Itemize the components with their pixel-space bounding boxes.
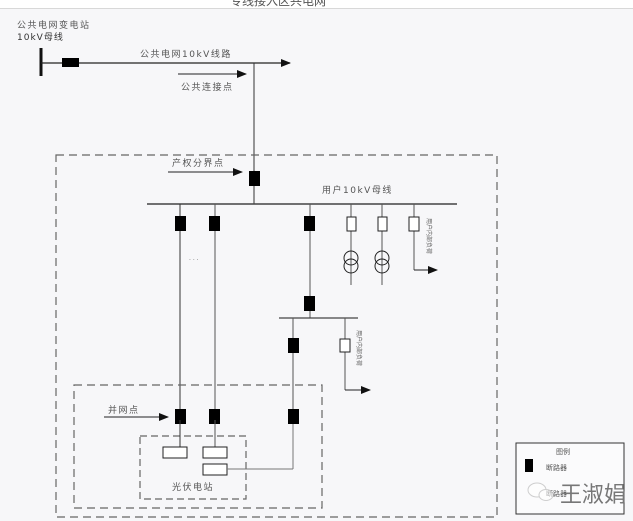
legend-box (515, 442, 625, 515)
transformer-icon (374, 250, 390, 266)
breaker-icon (288, 338, 299, 353)
load-switch-icon (339, 338, 351, 353)
pv-station-boundary (139, 435, 247, 500)
transformer-icon (343, 250, 359, 266)
breaker-icon (249, 171, 260, 186)
pv-station-label: 光伏电站 (172, 481, 214, 493)
breaker-icon (175, 409, 186, 424)
breaker-icon (304, 216, 315, 231)
wechat-icon (527, 482, 554, 501)
breaker-icon (304, 296, 315, 311)
grid-connection-label: 并网点 (108, 404, 140, 416)
legend-label: 断路器 (546, 489, 567, 498)
user-bus-label: 用户10kV母线 (322, 184, 393, 196)
transformer-icon (343, 258, 359, 274)
breaker-icon (209, 216, 220, 231)
substation-label: 公共电网变电站 (17, 19, 91, 31)
legend-title: 图例 (556, 447, 570, 456)
pv-unit-icon (202, 463, 228, 476)
load-switch-icon (377, 216, 388, 232)
public-line-label: 公共电网10kV线路 (140, 48, 232, 60)
pv-unit-icon (202, 446, 228, 459)
header-caption: 专线接入区共电网 (230, 0, 327, 8)
load-switch-icon (408, 216, 420, 232)
legend-label: 断路器 (546, 463, 567, 472)
user-boundary (55, 154, 498, 518)
grid-connection-boundary (73, 384, 323, 509)
watermark-text: 王淑娟 (560, 483, 626, 508)
breaker-icon (288, 409, 299, 424)
internal-load-label: 用户内部负荷 (425, 218, 433, 254)
property-boundary-label: 产权分界点 (172, 157, 225, 169)
legend-breaker-icon (525, 459, 533, 472)
substation-bus-label: 10kV母线 (17, 31, 64, 43)
breaker-icon (62, 58, 79, 67)
breaker-icon (175, 216, 186, 231)
ellipsis: · · · (189, 257, 199, 264)
load-switch-icon (346, 216, 357, 232)
top-strip: 专线接入区共电网 (0, 0, 633, 9)
internal-load-label: 用户内部负荷 (355, 330, 363, 366)
common-connection-label: 公共连接点 (181, 81, 234, 93)
pv-unit-icon (162, 446, 188, 459)
breaker-icon (209, 409, 220, 424)
transformer-icon (374, 258, 390, 274)
